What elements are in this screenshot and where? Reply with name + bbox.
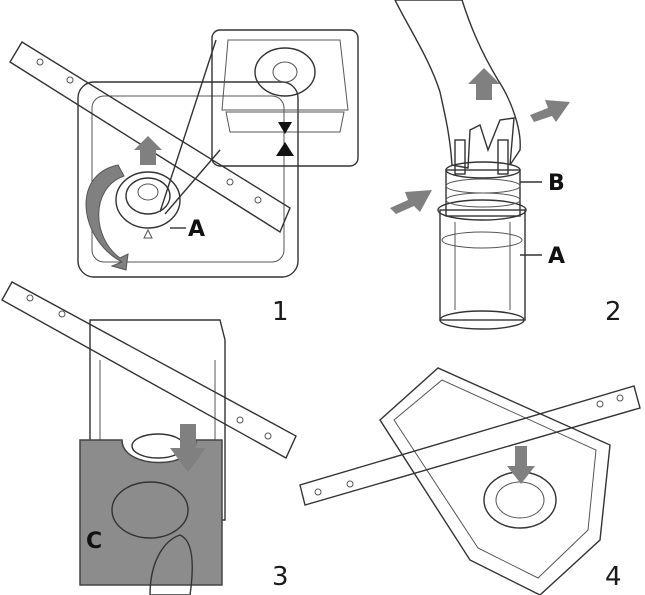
finger-illustration xyxy=(149,534,193,595)
label-b: B xyxy=(548,171,565,196)
lift-arrow-icon-2 xyxy=(468,68,500,100)
spray-arm xyxy=(9,41,291,234)
step-number-1: 1 xyxy=(272,297,289,327)
hand-illustration xyxy=(394,0,521,169)
squeeze-arrow-left-icon xyxy=(390,190,432,214)
insert-arrow-icon-4 xyxy=(507,446,535,484)
filter-b xyxy=(445,139,521,217)
panel-3: C 3 xyxy=(1,281,297,595)
filter-plate-c xyxy=(79,439,223,586)
lift-arrow-icon xyxy=(134,136,162,165)
label-a-panel2: A xyxy=(548,244,565,269)
step-number-3: 3 xyxy=(272,562,289,592)
zoom-inset xyxy=(211,29,359,167)
squeeze-arrow-right-icon xyxy=(530,100,570,122)
insert-arrow-icon xyxy=(170,424,206,472)
label-a-panel1: A xyxy=(188,217,205,242)
align-marker-up-icon xyxy=(276,142,294,156)
tub-outline xyxy=(77,81,299,278)
spray-arm-3 xyxy=(1,281,297,459)
step-number-2: 2 xyxy=(605,297,622,327)
panel-4: 4 xyxy=(299,367,641,595)
rotate-arrow-icon xyxy=(85,164,129,271)
spray-arm-4 xyxy=(299,385,641,506)
panel-1: A 1 xyxy=(9,29,359,327)
filter-assembly xyxy=(115,171,181,239)
tub-outline-4 xyxy=(379,367,611,595)
label-c: C xyxy=(86,529,102,554)
plate-hole xyxy=(111,481,189,539)
filter-cylinder xyxy=(437,199,527,330)
align-marker-down-icon xyxy=(278,122,292,134)
panel-2: B A 2 xyxy=(390,0,622,330)
step-number-4: 4 xyxy=(605,562,622,592)
